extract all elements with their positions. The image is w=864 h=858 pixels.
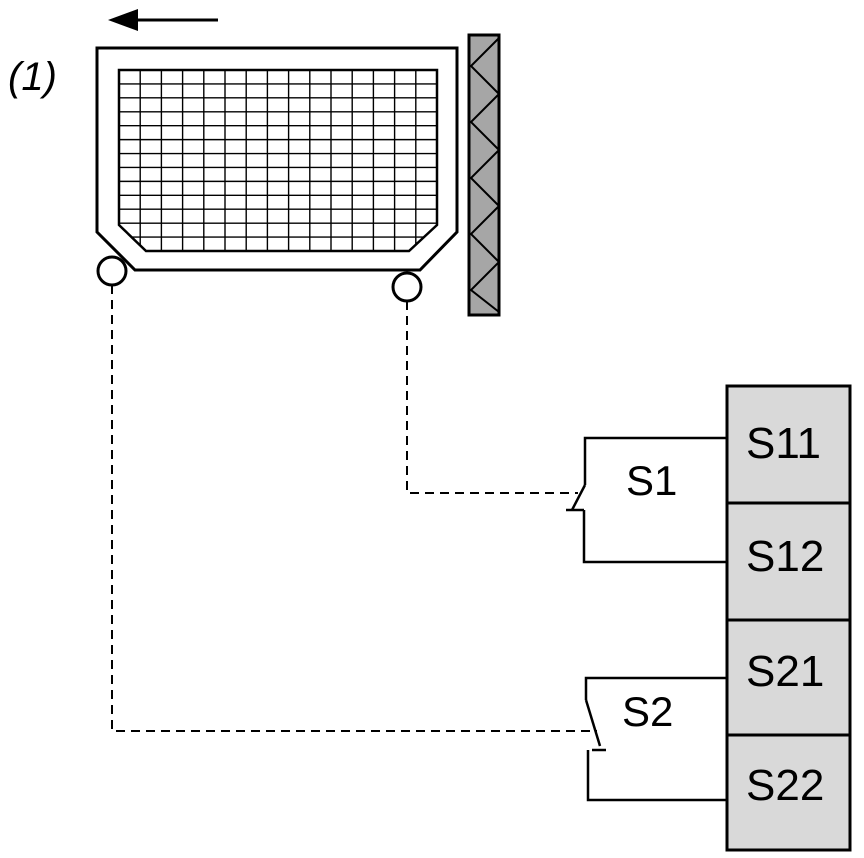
sliding-gate: [95, 46, 459, 272]
mechanical-link-s2: [111, 285, 597, 732]
terminal-s22: [725, 733, 852, 852]
terminal-label-s21: S21: [746, 647, 824, 696]
terminal-s11: [725, 384, 852, 505]
switch-s2: [584, 676, 727, 802]
gate-roller-left: [96, 255, 128, 287]
gate-mesh: [119, 70, 437, 251]
gate-stop-wall: [467, 33, 501, 317]
gate-frame-inner: [117, 68, 439, 253]
terminal-block: S11 S12 S21 S22: [725, 384, 852, 852]
switch-s1: [566, 436, 727, 564]
terminal-label-s22: S22: [746, 761, 824, 810]
terminal-label-s12: S12: [746, 532, 824, 581]
gate-roller-right: [391, 271, 423, 303]
direction-arrow: [108, 9, 218, 31]
reference-label: (1): [8, 55, 57, 99]
switch-label-s1: S1: [626, 457, 677, 504]
terminal-label-s11: S11: [746, 419, 821, 468]
switch-label-s2: S2: [622, 688, 673, 735]
mechanical-link-s1: [406, 301, 578, 494]
terminal-s12: [725, 501, 852, 622]
